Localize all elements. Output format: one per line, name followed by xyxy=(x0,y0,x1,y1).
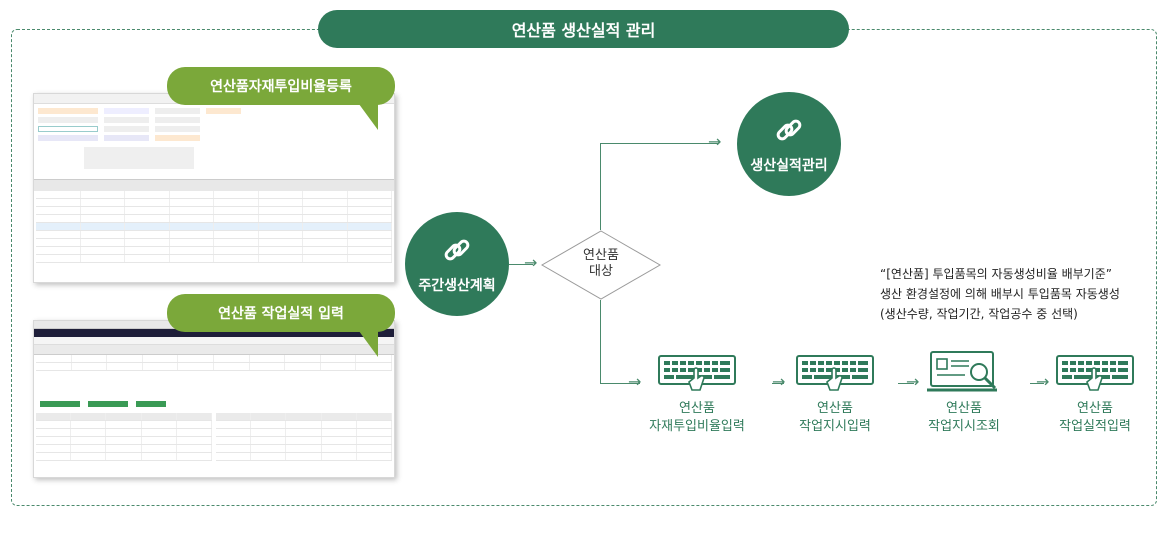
decision-diamond xyxy=(541,230,661,300)
step-material-ratio-input: 연산품 자재투입비율입력 xyxy=(642,354,752,436)
connector xyxy=(509,264,533,265)
production-management-label: 생산실적관리 xyxy=(750,158,828,174)
production-management-node: 생산실적관리 xyxy=(737,92,841,196)
monitor-search-icon xyxy=(927,351,997,392)
note-line3: (생산수량, 작업기간, 작업공수 중 선택) xyxy=(880,307,1078,321)
step-work-result-input: 연산품 작업실적입력 xyxy=(1040,354,1150,436)
keyboard-hand-icon xyxy=(796,355,874,391)
screenshot-work-result xyxy=(33,320,395,478)
connector xyxy=(772,383,784,384)
connector xyxy=(1030,383,1044,384)
arrow-right-icon: → xyxy=(628,372,642,391)
arrow-right-icon: → xyxy=(708,132,722,151)
callout-tail xyxy=(356,100,378,130)
step-line1: 연산품 xyxy=(679,401,715,416)
step-line2: 작업지시조회 xyxy=(928,419,1000,434)
keyboard-hand-icon xyxy=(658,355,736,391)
screenshot-material-ratio xyxy=(33,93,395,283)
step-line2: 작업실적입력 xyxy=(1059,419,1131,434)
callout-work-result: 연산품 작업실적 입력 xyxy=(167,294,395,332)
step-line2: 작업지시입력 xyxy=(799,419,871,434)
callout-material-ratio: 연산품자재투입비율등록 xyxy=(167,67,395,105)
step-line1: 연산품 xyxy=(946,401,982,416)
step-line1: 연산품 xyxy=(1077,401,1113,416)
step-work-order-inquiry: 연산품 작업지시조회 xyxy=(909,350,1019,436)
connector xyxy=(600,143,601,230)
keyboard-hand-icon xyxy=(1056,355,1134,391)
note-line2: 생산 환경설정에 의해 배부시 투입품목 자동생성 xyxy=(880,287,1120,301)
step-work-order-input: 연산품 작업지시입력 xyxy=(780,354,890,436)
step-line2: 자재투입비율입력 xyxy=(649,419,745,434)
arrow-right-icon: → xyxy=(1036,372,1050,391)
callout-tail xyxy=(356,327,378,357)
connector xyxy=(600,300,601,383)
link-icon xyxy=(776,119,802,141)
arrow-right-icon: → xyxy=(772,372,786,391)
decision-line1: 연산품 xyxy=(583,248,619,263)
page-title: 연산품 생산실적 관리 xyxy=(318,10,849,48)
decision-label: 연산품 대상 xyxy=(541,248,661,280)
arrow-right-icon: → xyxy=(524,253,538,272)
connector xyxy=(600,383,640,384)
allocation-note: “[연산품] 투입품목의 자동생성비율 배부기준” 생산 환경설정에 의해 배부… xyxy=(880,264,1150,324)
decision-line2: 대상 xyxy=(589,264,613,279)
weekly-plan-node: 주간생산계획 xyxy=(405,212,509,316)
connector xyxy=(898,383,914,384)
link-icon xyxy=(444,239,470,261)
weekly-plan-label: 주간생산계획 xyxy=(418,278,496,294)
connector xyxy=(600,143,718,144)
note-line1: “[연산품] 투입품목의 자동생성비율 배부기준” xyxy=(880,267,1112,281)
arrow-right-icon: → xyxy=(906,372,920,391)
step-line1: 연산품 xyxy=(817,401,853,416)
